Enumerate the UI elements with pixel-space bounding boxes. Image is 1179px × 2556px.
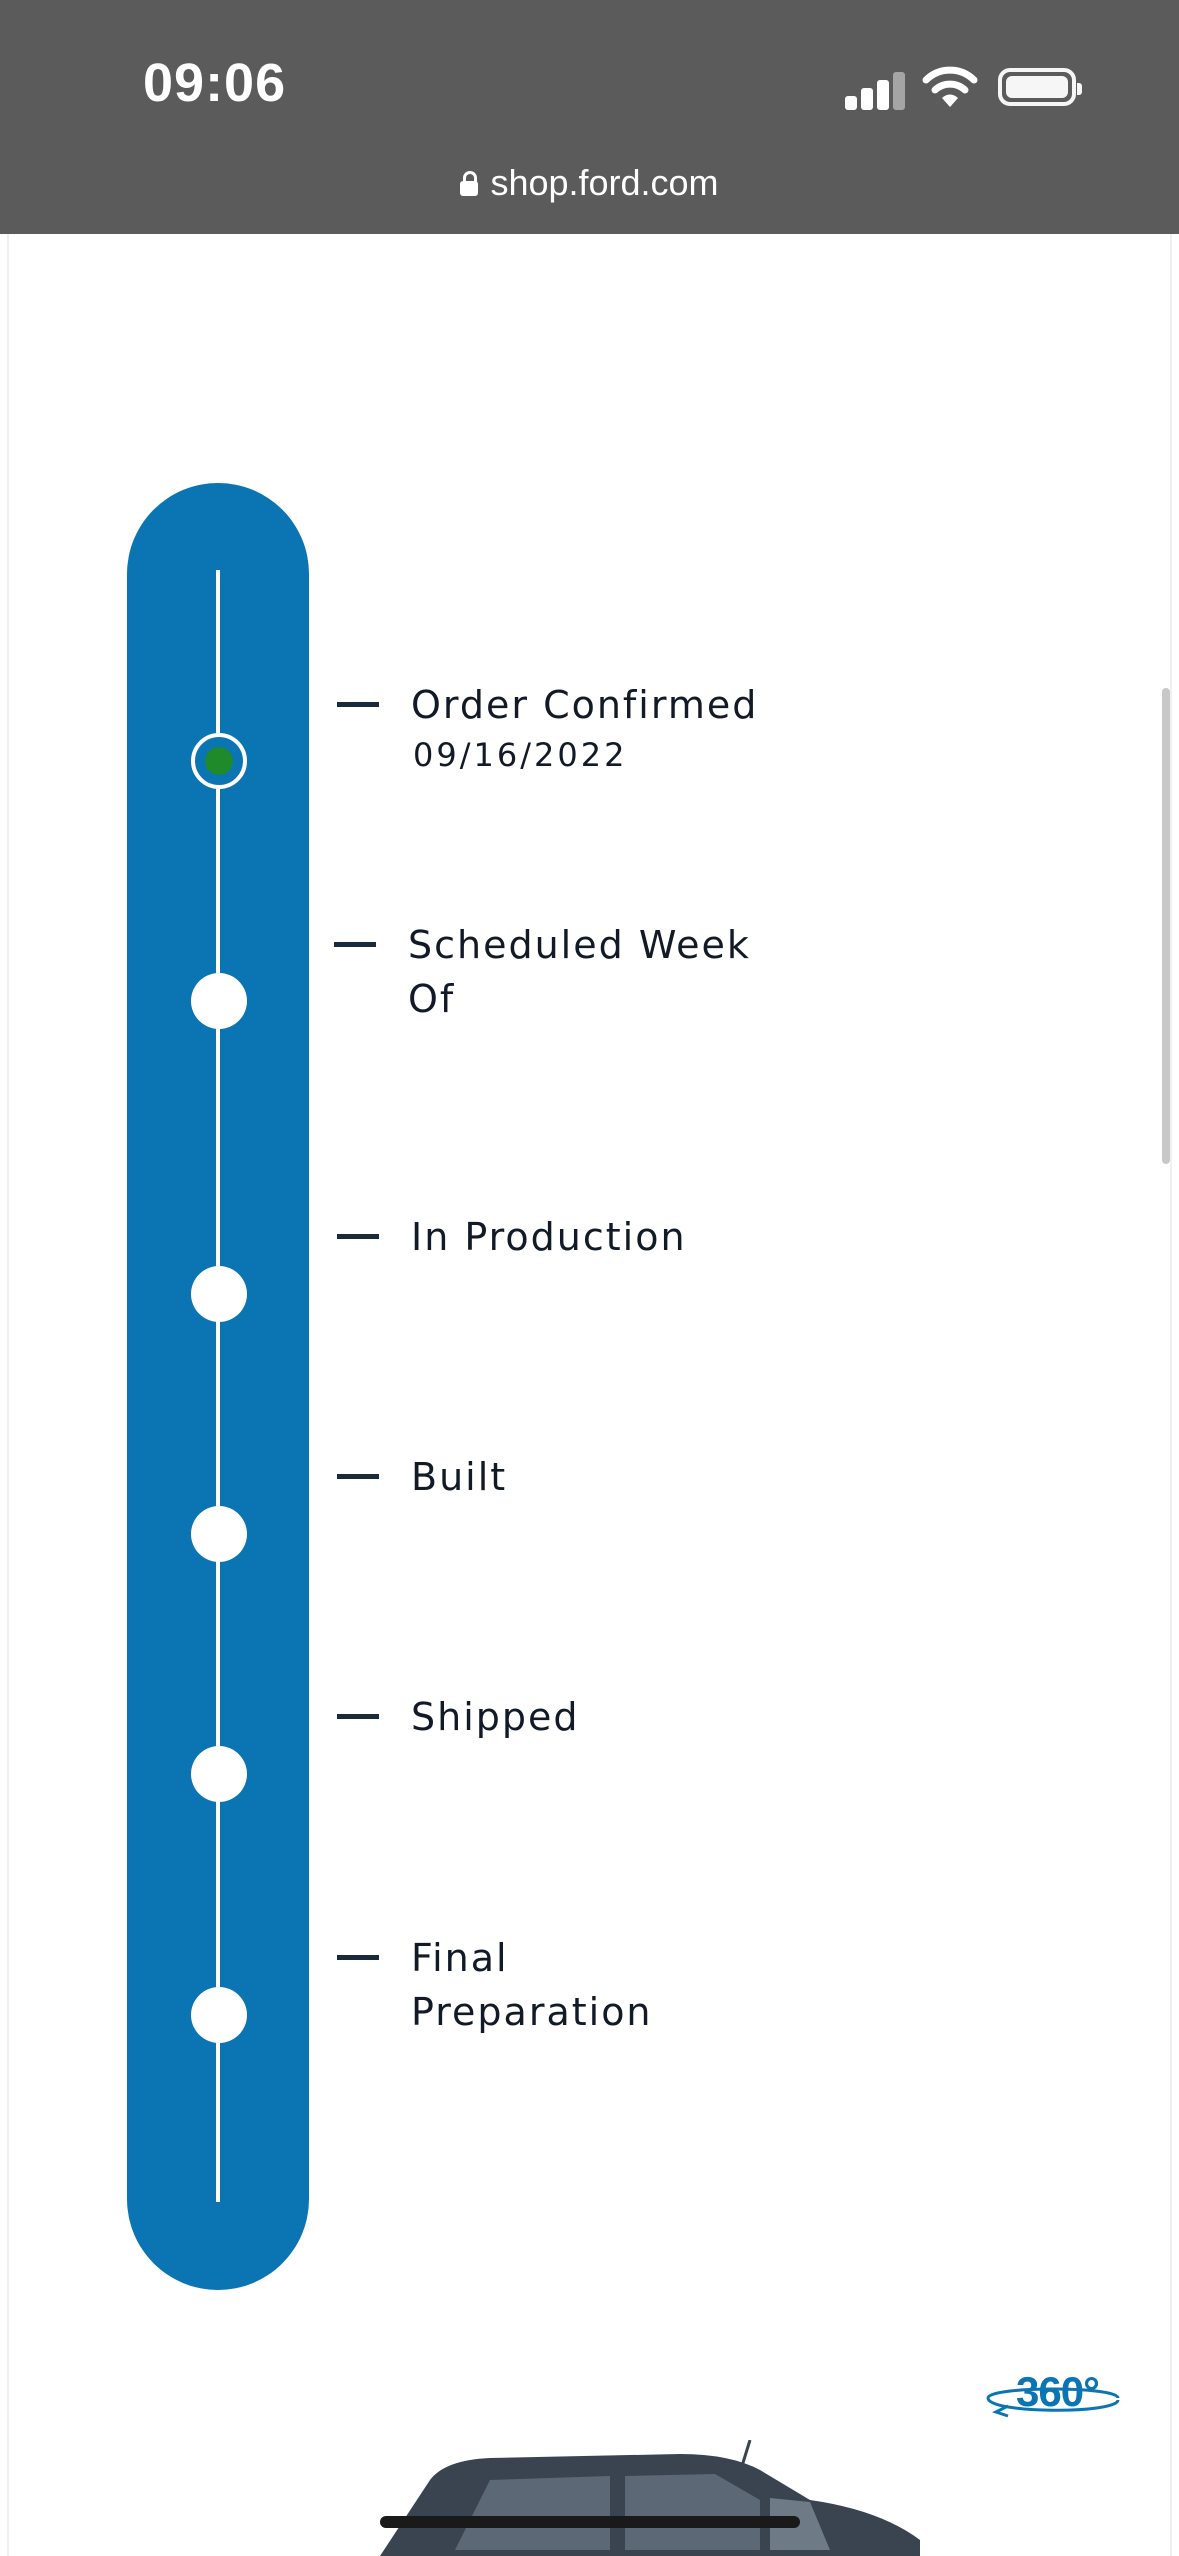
active-status-dot	[205, 747, 233, 775]
timeline-dash	[334, 942, 376, 947]
timeline-dash	[337, 702, 379, 707]
scrollbar[interactable]	[1162, 688, 1170, 1164]
view-360-label: 360°	[1016, 2368, 1100, 2415]
timeline-stage-date: 09/16/2022	[413, 736, 628, 774]
timeline-dash	[337, 1955, 379, 1960]
timeline-stage-label: In Production	[411, 1215, 687, 1259]
timeline-line	[216, 570, 220, 2202]
timeline-node	[191, 1746, 247, 1802]
timeline-stage-label: Final Preparation	[411, 1936, 653, 2034]
cellular-signal-icon	[845, 70, 905, 110]
address-bar[interactable]: shop.ford.com	[0, 162, 1179, 204]
rotate-360-icon	[986, 2387, 1120, 2418]
timeline-dash	[337, 1234, 379, 1239]
page-edge-left	[7, 234, 9, 2556]
page-edge-right	[1170, 234, 1172, 2556]
home-indicator	[380, 2516, 800, 2528]
vehicle-image[interactable]	[360, 2440, 920, 2556]
timeline-stage-label: Order Confirmed	[411, 683, 759, 727]
timeline-node	[191, 1506, 247, 1562]
timeline-dash	[337, 1714, 379, 1719]
status-time: 09:06	[143, 53, 287, 113]
timeline-node	[191, 1266, 247, 1322]
timeline-node	[191, 733, 247, 789]
view-360-button[interactable]: 360°	[978, 2366, 1128, 2424]
timeline-stage-label: Built	[411, 1455, 508, 1499]
timeline-dash	[337, 1474, 379, 1479]
lock-icon	[460, 171, 479, 196]
url-text: shop.ford.com	[490, 162, 719, 203]
browser-top-bar: 09:06 shop.ford.com	[0, 0, 1179, 234]
wifi-icon	[922, 66, 978, 107]
timeline-stage-label: Scheduled Week Of	[408, 923, 751, 1021]
battery-icon	[998, 68, 1082, 106]
timeline-stage-label: Shipped	[411, 1695, 580, 1739]
timeline-node	[191, 1987, 247, 2043]
timeline-node	[191, 973, 247, 1029]
